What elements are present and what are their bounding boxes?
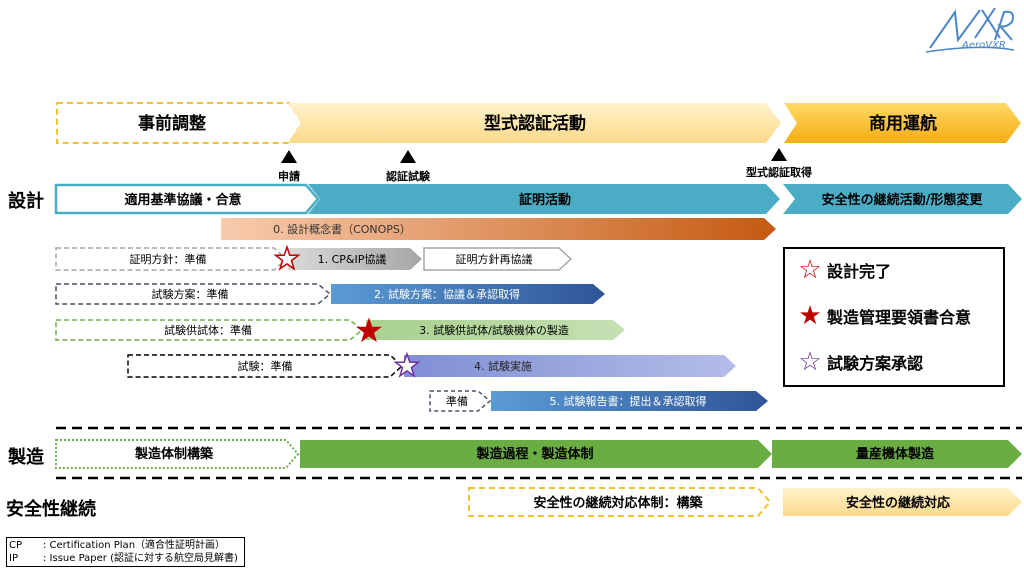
policy-rediscuss-arrow: 証明方針再協議 (423, 247, 573, 271)
note-cp-abbr: CP (9, 540, 23, 551)
plan-prep-arrow: 試験方案：準備 (55, 283, 332, 305)
article-prep-arrow: 試験供試体：準備 (55, 319, 364, 341)
mfg-process-label: 製造過程・製造体制 (475, 446, 593, 462)
safety-respond-arrow: 安全性の継続対応 (783, 488, 1022, 516)
note-cp-text: : Certification Plan（適合性証明計画） (43, 540, 226, 551)
milestone-cert-test: 認証試験 (386, 150, 431, 183)
phase-type-cert-arrow: 型式認証活動 (288, 103, 781, 143)
phase-pre-label: 事前調整 (138, 113, 206, 134)
policy-prep-label: 証明方針：準備 (130, 252, 207, 266)
policy-prep-arrow: 証明方針：準備 (55, 247, 288, 271)
safety-build-arrow: 安全性の継続対応体制：構築 (468, 487, 772, 517)
phase-commercial-arrow: 商用運航 (784, 103, 1021, 143)
plan-prep-label: 試験方案：準備 (152, 287, 229, 301)
design-standards-arrow: 適用基準協議・合意 (54, 183, 320, 215)
design-continuing-arrow: 安全性の継続活動/形態変更 (783, 184, 1022, 214)
abbreviation-note: CP : Certification Plan（適合性証明計画） IP : Is… (6, 537, 245, 567)
mfg-build-label: 製造体制構築 (134, 446, 214, 462)
policy-rediscuss-label: 証明方針再協議 (456, 252, 533, 266)
test-run-arrow: 4. 試験実施 (404, 355, 736, 377)
solid-red-star-icon: ★ (798, 301, 822, 331)
milestone-type-cert-obtained-label: 型式認証取得 (746, 165, 812, 179)
mfg-process-arrow: 製造過程・製造体制 (300, 440, 772, 468)
mfg-agreement-star-marker (356, 317, 382, 343)
milestone-application: 申請 (278, 150, 300, 183)
report-prep-label: 準備 (446, 394, 468, 408)
row-design-label: 設計 (8, 191, 44, 212)
legend-mfg-agreement: ★ 製造管理要領書合意 (793, 303, 971, 329)
design-continuing-label: 安全性の継続活動/形態変更 (822, 192, 984, 208)
note-row-cp: CP : Certification Plan（適合性証明計画） (9, 539, 238, 552)
test-prep-arrow: 試験：準備 (127, 354, 404, 378)
test-run-label: 4. 試験実施 (474, 359, 532, 373)
article-prep-label: 試験供試体：準備 (164, 323, 252, 337)
design-standards-label: 適用基準協議・合意 (124, 192, 241, 208)
hollow-red-star-icon: ☆ (798, 255, 822, 285)
note-ip-text: : Issue Paper (認証に対する航空局見解書) (43, 553, 238, 564)
mfg-build-arrow: 製造体制構築 (55, 439, 300, 469)
phase-pre-arrow: 事前調整 (56, 102, 304, 144)
note-row-ip: IP : Issue Paper (認証に対する航空局見解書) (9, 552, 238, 565)
design-complete-star-marker (273, 244, 301, 271)
test-prep-label: 試験：準備 (238, 359, 293, 373)
row-safety-label: 安全性継続 (6, 499, 96, 520)
legend-plan-approved: ☆ 試験方案承認 (793, 349, 923, 375)
logo-mark (925, 7, 1015, 53)
legend-plan-approved-label: 試験方案承認 (827, 354, 924, 373)
legend-mfg-agreement-label: 製造管理要領書合意 (827, 308, 972, 327)
conops-bar: 0. 設計概念書（CONOPS） (221, 218, 776, 240)
report-submit-arrow: 5. 試験報告書：提出＆承認取得 (491, 391, 768, 411)
legend-design-complete-label: 設計完了 (827, 262, 892, 281)
report-submit-label: 5. 試験報告書：提出＆承認取得 (550, 394, 707, 408)
design-proof-arrow: 証明活動 (308, 184, 780, 214)
legend-box: ☆ 設計完了 ★ 製造管理要領書合意 ☆ 試験方案承認 (783, 247, 1005, 387)
milestone-cert-test-label: 認証試験 (386, 169, 431, 183)
plan-approved-star-marker (393, 351, 421, 378)
phase-type-cert-label: 型式認証活動 (484, 113, 586, 134)
design-proof-label: 証明活動 (519, 192, 571, 208)
milestone-type-cert-obtained: 型式認証取得 (746, 148, 812, 179)
cp-ip-arrow: 1. CP&IP協議 (288, 248, 422, 270)
row-manufacturing-label: 製造 (8, 447, 44, 468)
mfg-mass-label: 量産機体製造 (856, 446, 935, 462)
report-prep-arrow: 準備 (429, 390, 492, 412)
conops-label: 0. 設計概念書（CONOPS） (273, 222, 411, 236)
legend-design-complete: ☆ 設計完了 (793, 257, 891, 283)
phase-commercial-label: 商用運航 (869, 113, 937, 134)
logo-text: AeroVXR (962, 40, 1006, 51)
plan-approve-arrow: 2. 試験方案：協議＆承認取得 (331, 284, 605, 304)
safety-build-label: 安全性の継続対応体制：構築 (533, 495, 703, 511)
note-ip-abbr: IP (9, 553, 18, 564)
plan-approve-label: 2. 試験方案：協議＆承認取得 (374, 287, 520, 301)
milestone-application-label: 申請 (278, 169, 300, 183)
hollow-purple-star-icon: ☆ (798, 347, 822, 377)
article-make-arrow: 3. 試験供試体/試験機体の製造 (366, 320, 625, 340)
mfg-mass-arrow: 量産機体製造 (772, 440, 1022, 468)
cp-ip-label: 1. CP&IP協議 (318, 252, 387, 266)
safety-respond-label: 安全性の継続対応 (846, 495, 950, 511)
article-make-label: 3. 試験供試体/試験機体の製造 (419, 323, 569, 337)
